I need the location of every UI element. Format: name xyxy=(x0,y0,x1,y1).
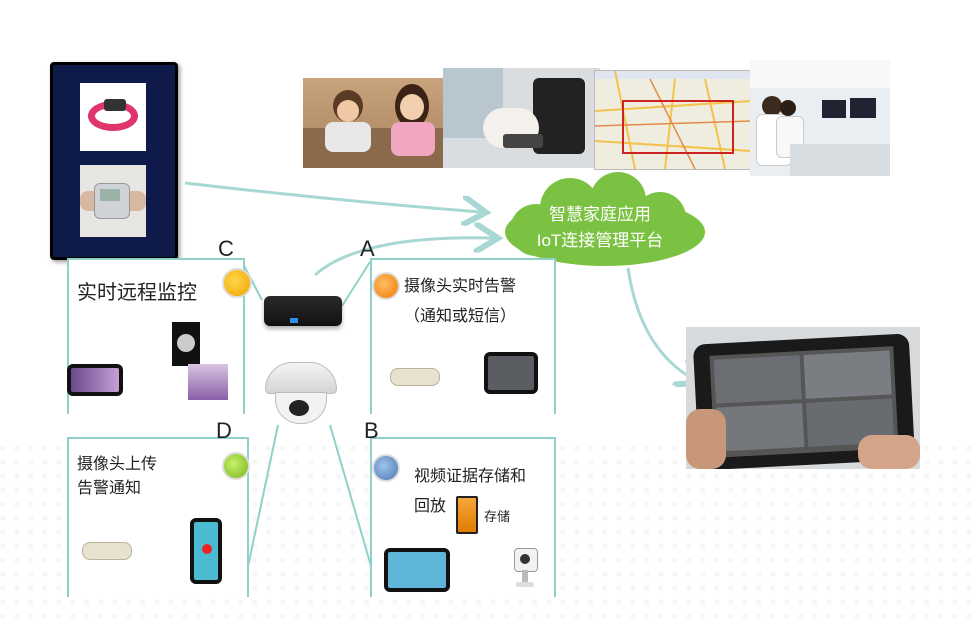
fitness-band-image xyxy=(80,83,146,151)
remote-monitor-label: 实时远程监控 xyxy=(77,276,197,305)
phone-landscape-c xyxy=(67,364,123,396)
alarm-bell-icon xyxy=(222,268,252,298)
wearables-photo xyxy=(50,62,178,260)
wearable-to-cloud-arrow xyxy=(185,183,480,212)
upload-alert-line1: 摄像头上传 xyxy=(77,450,157,474)
panel-a-letter: A xyxy=(360,236,375,262)
cloud-to-tablet-arrow xyxy=(628,268,695,380)
folder-icon xyxy=(372,454,400,482)
fallen-person-icon-a xyxy=(390,368,440,386)
magnifier-icon xyxy=(222,452,250,480)
map-screenshot xyxy=(594,70,752,170)
pet-feeder-photo xyxy=(443,68,600,168)
camera-thumb-c xyxy=(172,322,200,366)
kids-gaming-photo xyxy=(303,78,443,168)
dome-camera xyxy=(265,362,335,426)
phone-alert-a xyxy=(484,352,538,394)
room-photo-c xyxy=(188,364,228,400)
webcam-icon xyxy=(512,548,538,588)
storage-label: 存储 xyxy=(484,506,510,525)
panel-d-letter: D xyxy=(216,418,232,444)
notify-sms-label: （通知或短信） xyxy=(404,302,516,326)
sd-card-icon xyxy=(456,496,478,534)
panel-c-letter: C xyxy=(218,236,234,262)
video-storage-line2: 回放 xyxy=(414,492,446,516)
iot-platform-cloud: 智慧家庭应用 IoT连接管理平台 xyxy=(500,170,710,268)
phone-alert-d xyxy=(190,518,222,584)
siren-icon xyxy=(372,272,400,300)
tablet-surveillance-photo xyxy=(686,327,920,469)
panel-b-letter: B xyxy=(364,418,379,444)
monitoring-room-photo xyxy=(750,60,890,176)
upload-alert-line2: 告警通知 xyxy=(77,474,141,498)
gateway-device xyxy=(264,296,342,326)
wrist-blood-pressure-image xyxy=(80,165,146,237)
platform-title-line1: 智慧家庭应用 xyxy=(500,200,700,225)
platform-title-line2: IoT连接管理平台 xyxy=(500,226,700,251)
camera-alert-label: 摄像头实时告警 xyxy=(404,272,516,296)
fallen-person-icon-d xyxy=(82,542,132,560)
video-storage-line1: 视频证据存储和 xyxy=(414,462,526,486)
phone-playback-b xyxy=(384,548,450,592)
